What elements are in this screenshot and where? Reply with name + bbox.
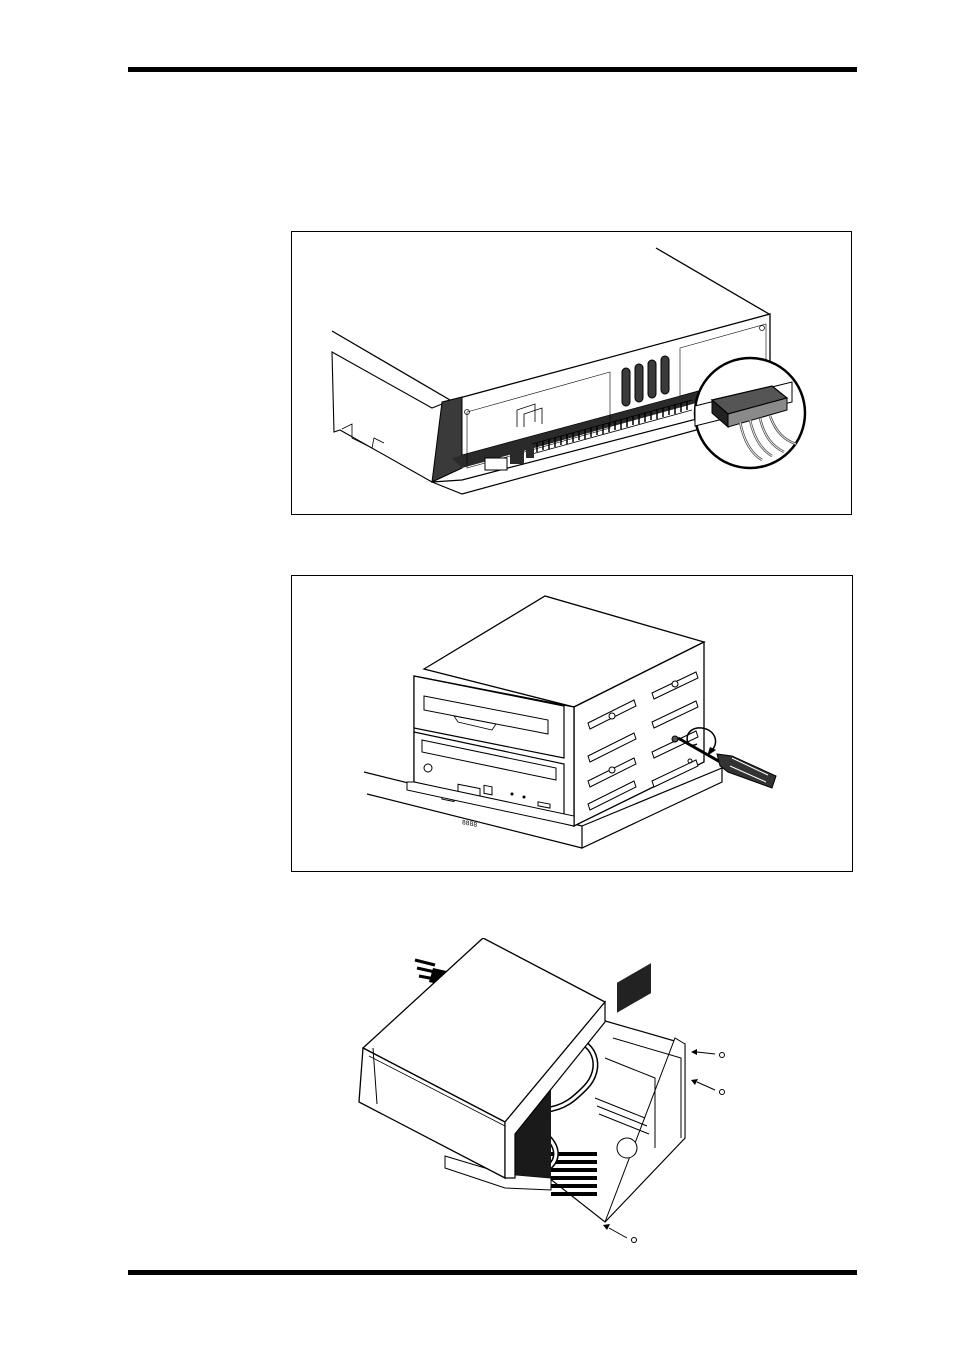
figure-cover-removal — [355, 938, 755, 1248]
figure-drive-rear-connector — [291, 231, 852, 515]
drive-icon — [292, 232, 851, 514]
drive-cage-icon: 8888 — [292, 576, 852, 871]
top-rule — [128, 67, 857, 72]
bottom-rule — [128, 1270, 857, 1275]
computer-case-icon — [355, 938, 755, 1248]
magnifier-callout-icon — [695, 358, 805, 468]
figure-drive-cage: 8888 — [291, 575, 853, 872]
